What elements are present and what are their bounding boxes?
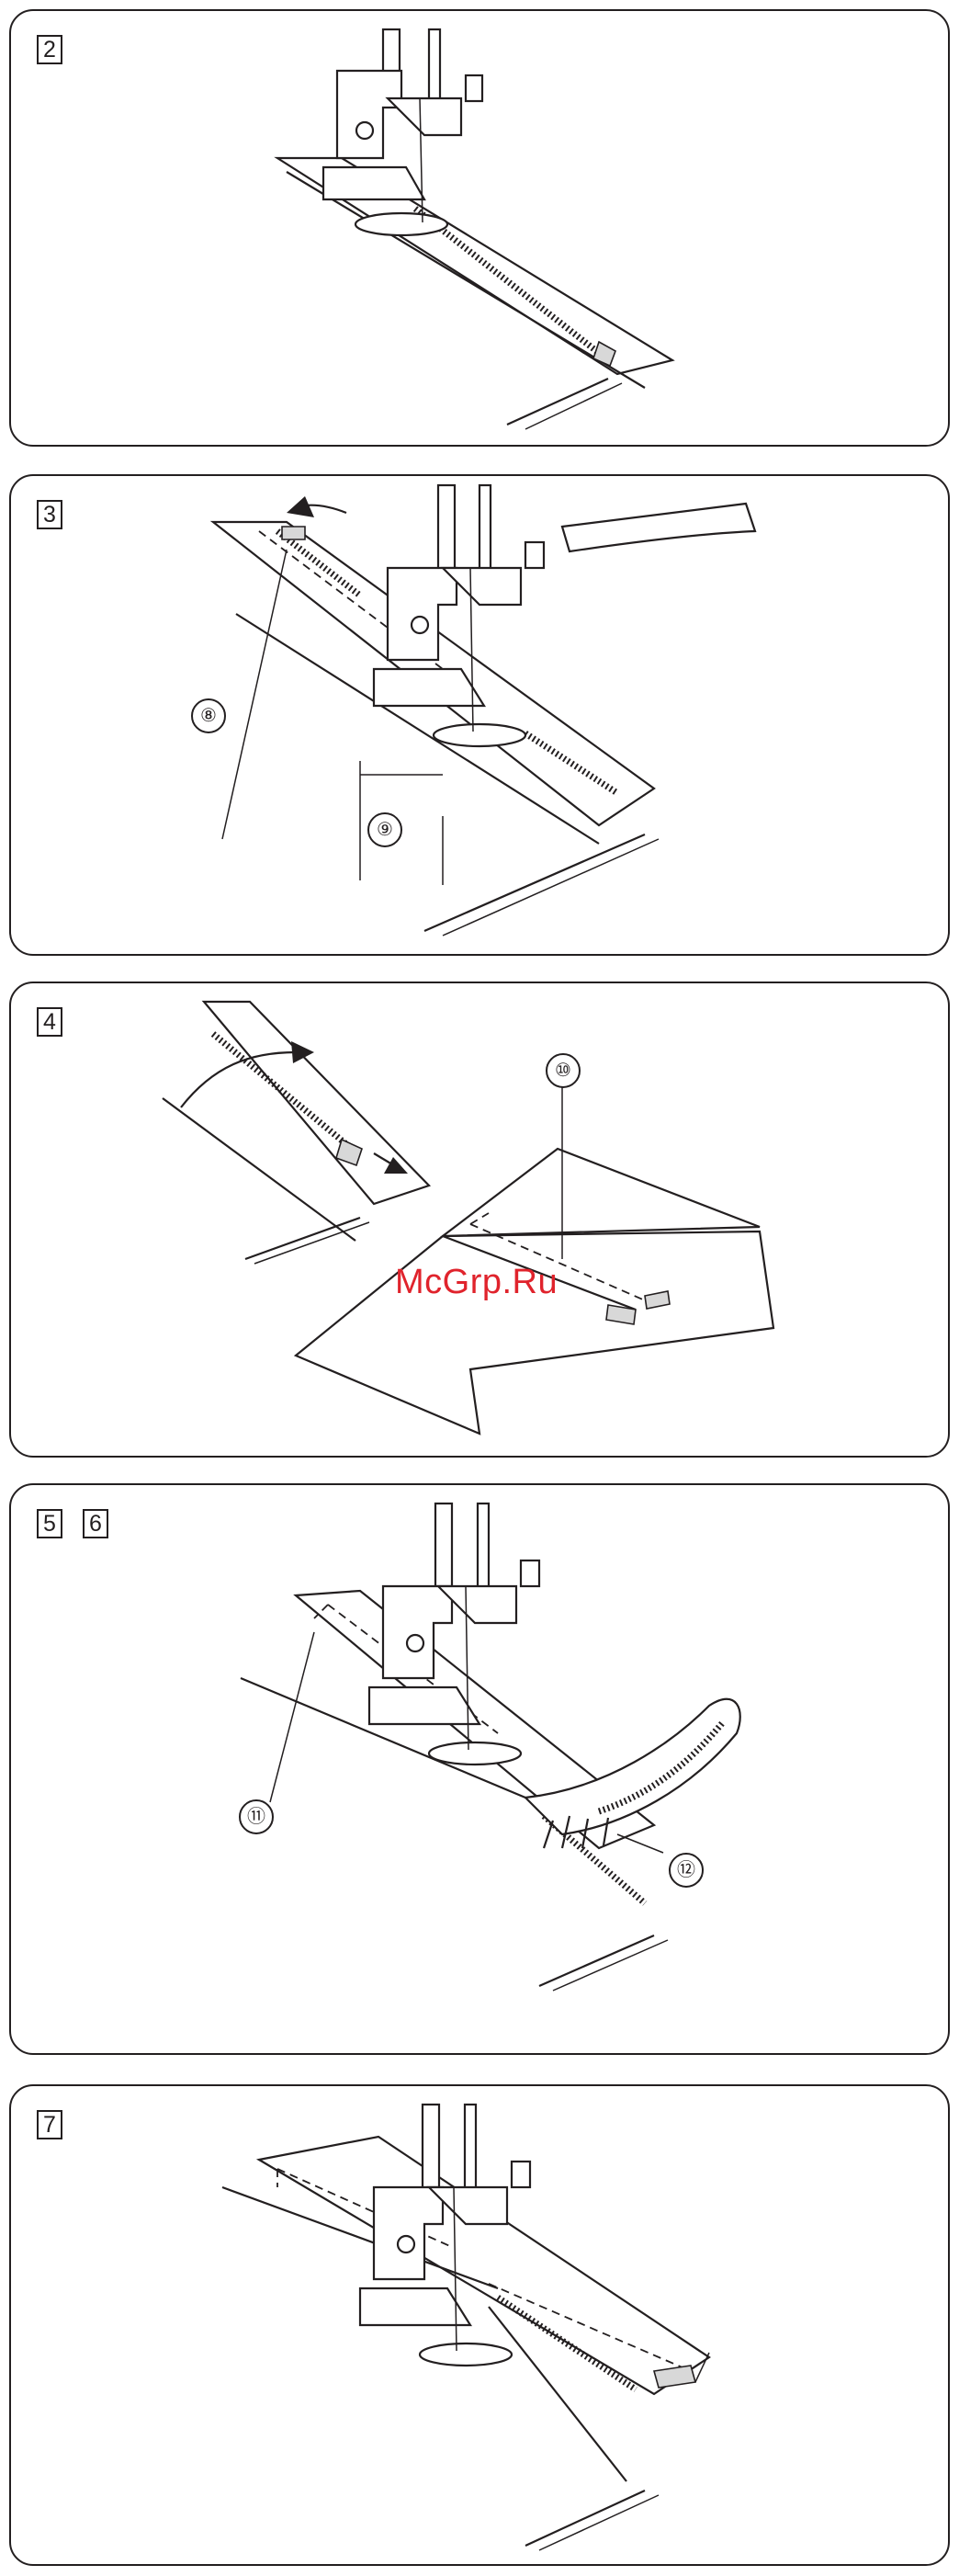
panel-step-3: 3 ⑧ ⑨	[9, 474, 950, 956]
zipper-sewing-illustration	[11, 1485, 950, 2055]
watermark: McGrp.Ru	[395, 1263, 558, 1302]
panel-step-4: 4 ⑩	[9, 982, 950, 1458]
fabric-top	[443, 1149, 760, 1236]
arrow-icon	[287, 496, 314, 517]
callout-12: ⑫	[669, 1853, 704, 1888]
panel-step-7: 7	[9, 2084, 950, 2566]
callout-8: ⑧	[191, 698, 226, 733]
panel-step-5-6: 5 6 ⑪ ⑫	[9, 1483, 950, 2055]
zipper-opening-illustration	[11, 983, 950, 1458]
zipper-sewing-illustration	[11, 2086, 950, 2566]
zipper-slider	[282, 527, 305, 539]
zipper-sewing-illustration	[11, 476, 950, 956]
callout-9: ⑨	[367, 812, 402, 847]
panel-step-2: 2	[9, 9, 950, 447]
fabric-opened	[296, 1231, 773, 1434]
callout-11: ⑪	[239, 1799, 274, 1834]
callout-10: ⑩	[546, 1053, 581, 1088]
zipper-sewing-illustration	[11, 11, 950, 447]
